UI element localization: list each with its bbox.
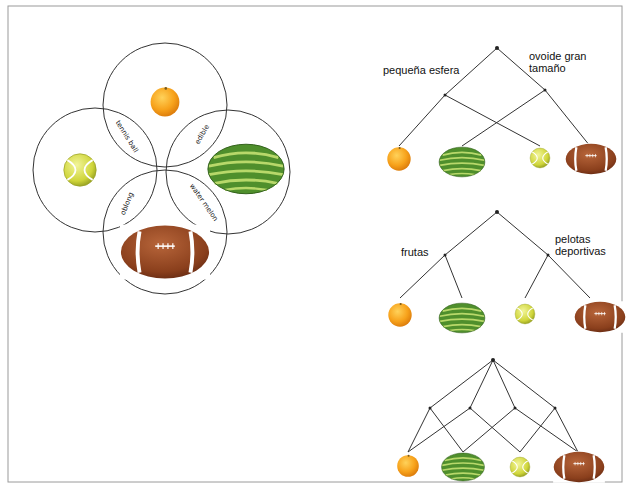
orange-picture (388, 303, 411, 327)
watermelon-picture (208, 144, 284, 194)
branch-label: pequeña esfera (382, 64, 460, 76)
football-picture (574, 301, 626, 333)
orange-picture (151, 87, 180, 116)
branch-label: pelotas deportivas (554, 233, 618, 257)
overlap-label: water melon (187, 183, 219, 223)
watermelon-picture (439, 303, 485, 333)
overlap-label: tennis ball (113, 120, 139, 155)
tennis-ball-picture (515, 304, 535, 324)
orange-picture (397, 455, 419, 477)
football-picture (565, 143, 617, 175)
branch-label: ovoide gran tamaño (528, 50, 602, 74)
tennis-ball-picture (510, 457, 530, 477)
overlap-label: edible (194, 124, 211, 146)
watermelon-picture (442, 453, 485, 481)
overlap-label: oblong (120, 192, 136, 217)
branch-label: frutas (400, 246, 430, 258)
watermelon-picture (439, 147, 485, 177)
venn-circles (33, 43, 290, 294)
frame (8, 6, 622, 482)
tree-dots (429, 46, 557, 410)
football-picture (553, 451, 605, 483)
tennis-ball-picture (64, 154, 96, 186)
tennis-ball-picture (530, 148, 550, 168)
orange-picture (387, 147, 410, 171)
football-picture (120, 225, 210, 280)
